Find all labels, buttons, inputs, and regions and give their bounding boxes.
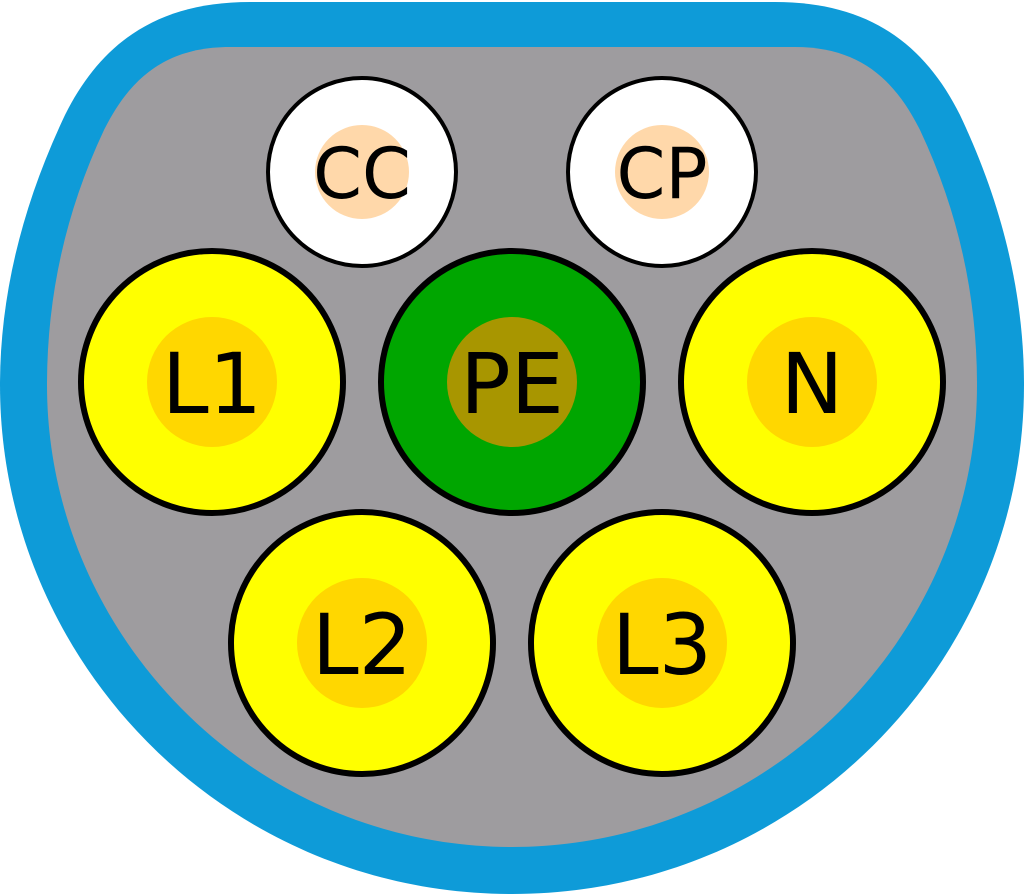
pin-n: N [678,248,946,516]
pin-l3: L3 [528,509,796,777]
pin-cp-contact [615,125,709,219]
pin-cc: CC [266,76,458,268]
pin-l2-contact [297,578,427,708]
pin-cc-label: CC [313,133,411,215]
pin-l3-contact [597,578,727,708]
pin-pe: PE [378,248,646,516]
pin-l2: L2 [228,509,496,777]
pin-cc-contact [315,125,409,219]
pin-l1-label: L1 [162,335,262,433]
pin-pe-label: PE [460,335,564,433]
pin-n-label: N [781,335,844,433]
pin-cp: CP [566,76,758,268]
pin-n-contact [747,317,877,447]
pin-l3-label: L3 [612,596,712,694]
pin-pe-contact [447,317,577,447]
pin-l1-contact [147,317,277,447]
pin-cp-label: CP [616,133,707,215]
pin-l1: L1 [78,248,346,516]
pin-l2-label: L2 [312,596,412,694]
